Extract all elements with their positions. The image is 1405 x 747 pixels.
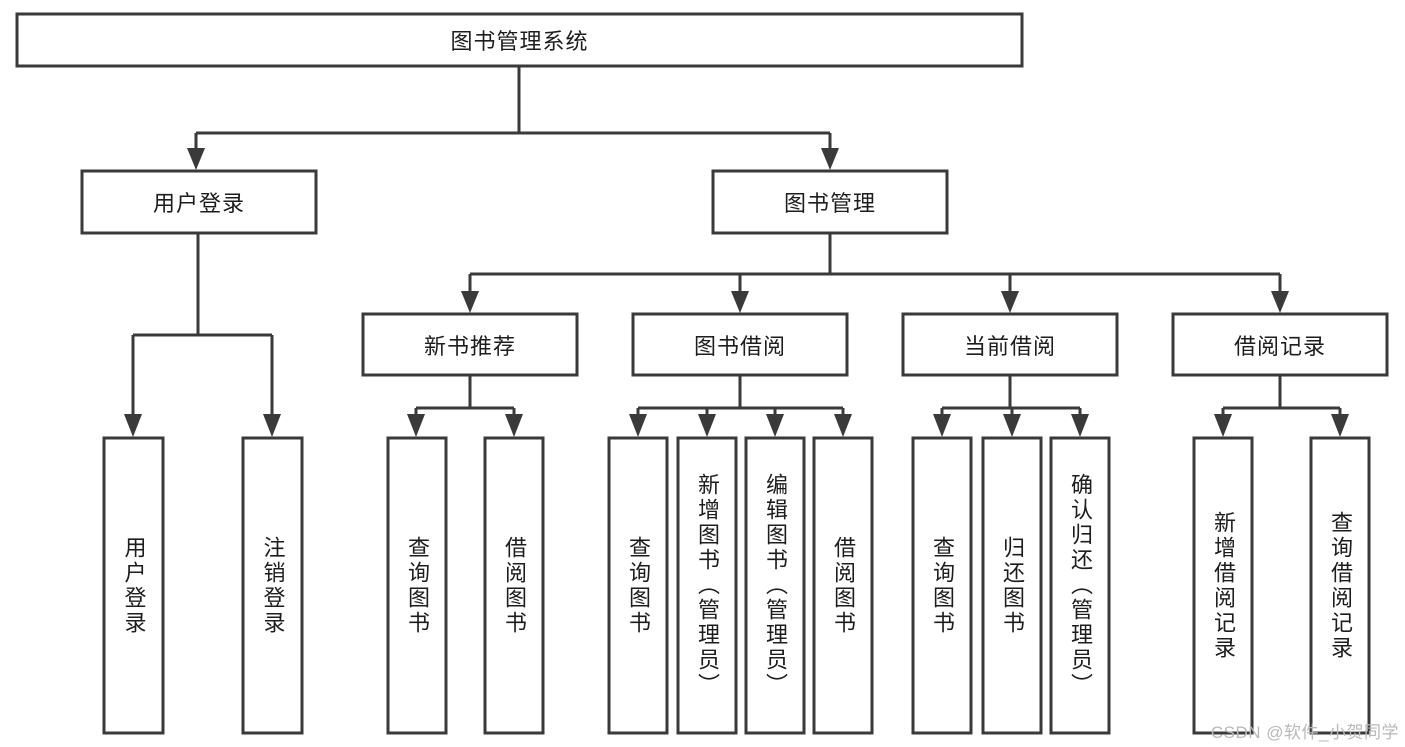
node-box-l4[interactable] [483, 436, 545, 735]
node-box-l5[interactable] [607, 436, 669, 735]
arrowhead-manage [821, 148, 839, 170]
arrowhead-l9 [933, 414, 951, 437]
node-box-record[interactable] [1171, 312, 1389, 377]
connector-group-newrec-children [407, 376, 523, 437]
arrowhead-l4 [505, 414, 523, 437]
edge-record-bus [1221, 376, 1342, 424]
node-box-manage[interactable] [711, 169, 949, 235]
node-box-l7[interactable] [744, 436, 806, 735]
edge-newrec-bus [414, 376, 516, 424]
arrowhead-l10 [1003, 414, 1021, 437]
arrowhead-l1 [124, 414, 142, 437]
node-box-l6[interactable] [676, 436, 738, 735]
edge-login-bus [131, 234, 274, 424]
node-box-l13[interactable] [1309, 436, 1371, 735]
edge-borrow-bus [636, 376, 845, 424]
node-box-l8[interactable] [812, 436, 874, 735]
connector-group-record-children [1214, 376, 1349, 437]
node-box-l11[interactable] [1049, 436, 1111, 735]
arrowhead-l13 [1331, 414, 1349, 437]
arrowhead-newrec [461, 291, 479, 313]
arrowhead-borrow [731, 291, 749, 313]
arrowhead-l5 [629, 414, 647, 437]
node-box-l9[interactable] [911, 436, 973, 735]
node-box-curr[interactable] [901, 312, 1119, 377]
node-box-l2[interactable] [241, 436, 304, 735]
node-box-login[interactable] [80, 169, 318, 235]
connector-group-login-children [124, 234, 281, 437]
connector-group-manage [461, 234, 1289, 313]
arrowhead-login [187, 148, 205, 170]
arrowhead-l3 [407, 414, 425, 437]
arrowhead-record [1271, 291, 1289, 313]
node-box-l10[interactable] [981, 436, 1043, 735]
node-box-borrow[interactable] [631, 312, 849, 377]
edge-root-bus [194, 66, 832, 156]
edge-manage-bus [468, 234, 1282, 300]
watermark-text: CSDN @软件_小贺同学 [1210, 723, 1399, 742]
node-box-l12[interactable] [1192, 436, 1254, 735]
connector-group-root [187, 66, 839, 170]
connector-group-curr-children [933, 376, 1089, 437]
node-box-newrec[interactable] [361, 312, 579, 377]
node-box-root[interactable] [15, 12, 1024, 68]
arrowhead-curr [1001, 291, 1019, 313]
node-box-l1[interactable] [102, 436, 165, 735]
arrowhead-l6 [698, 414, 716, 437]
arrowhead-l11 [1071, 414, 1089, 437]
arrowhead-l12 [1214, 414, 1232, 437]
arrowhead-l7 [766, 414, 784, 437]
arrowhead-l8 [834, 414, 852, 437]
node-box-l3[interactable] [386, 436, 448, 735]
arrowhead-l2 [263, 414, 281, 437]
connector-group-borrow-children [629, 376, 852, 437]
